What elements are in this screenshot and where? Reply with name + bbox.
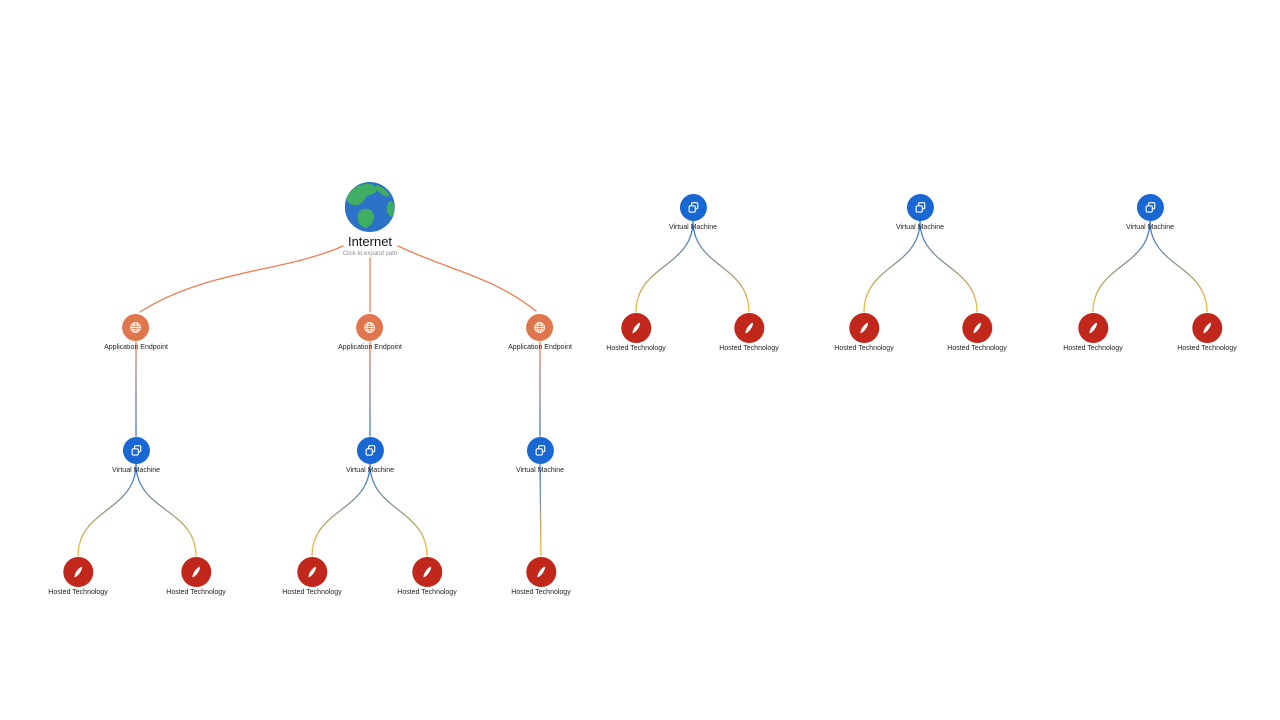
node-label: Hosted Technology <box>166 589 226 596</box>
tech-leaf-icon <box>860 322 868 334</box>
node-label: Hosted Technology <box>397 589 457 596</box>
node-circle <box>620 313 651 343</box>
edge-internet-ae1 <box>139 245 344 313</box>
node-hosted-technology-10[interactable]: Hosted Technology <box>1063 313 1123 353</box>
node-virtual-machine-6[interactable]: Virtual Machine <box>1126 194 1174 232</box>
node-circle <box>345 182 395 232</box>
edge-vm4-ht6 <box>635 220 694 313</box>
edge-vm5-ht8 <box>863 220 921 313</box>
tech-leaf-icon <box>74 566 82 578</box>
node-label: Hosted Technology <box>606 345 666 352</box>
node-virtual-machine-3[interactable]: Virtual Machine <box>516 437 564 475</box>
node-circle <box>296 557 327 587</box>
node-hosted-technology-9[interactable]: Hosted Technology <box>947 313 1007 353</box>
edge-vm2-ht4 <box>369 463 428 557</box>
tech-leaf-icon <box>192 566 200 578</box>
vm-copy-icon <box>365 445 375 456</box>
node-circle <box>180 557 211 587</box>
vm-copy-icon <box>915 202 925 213</box>
node-hosted-technology-3[interactable]: Hosted Technology <box>282 557 342 597</box>
edge-vm1-ht1 <box>77 463 137 557</box>
node-circle <box>526 437 554 464</box>
node-circle <box>356 314 384 341</box>
edge-internet-ae3 <box>397 245 537 312</box>
tech-leaf-icon <box>1089 322 1097 334</box>
edge-vm6-ht11 <box>1149 220 1208 313</box>
node-label: Virtual Machine <box>111 467 161 474</box>
node-circle <box>62 557 93 587</box>
vm-copy-icon <box>131 445 141 456</box>
node-circle <box>526 314 554 341</box>
node-hosted-technology-11[interactable]: Hosted Technology <box>1177 313 1237 353</box>
node-circle <box>1191 313 1222 343</box>
edge-vm3-ht5 <box>539 463 542 557</box>
edge-vm4-ht7 <box>692 220 750 313</box>
node-virtual-machine-4[interactable]: Virtual Machine <box>669 194 717 232</box>
tech-leaf-icon <box>973 322 981 334</box>
node-circle <box>906 194 934 221</box>
node-label: Hosted Technology <box>48 589 108 596</box>
node-label: Hosted Technology <box>511 589 571 596</box>
tech-leaf-icon <box>632 322 640 334</box>
globe-grid-icon <box>130 322 142 333</box>
node-circle <box>1077 313 1108 343</box>
tech-leaf-icon <box>423 566 431 578</box>
node-label: Virtual Machine <box>515 467 565 474</box>
edge-vm2-ht3 <box>311 463 371 557</box>
node-circle <box>411 557 442 587</box>
node-circle <box>679 194 707 221</box>
globe-grid-icon <box>534 322 546 333</box>
node-virtual-machine-5[interactable]: Virtual Machine <box>896 194 944 232</box>
node-hosted-technology-1[interactable]: Hosted Technology <box>48 557 108 597</box>
node-label: Application Endpoint <box>104 344 168 351</box>
tech-leaf-icon <box>537 566 545 578</box>
node-label: Internet <box>347 234 393 249</box>
node-hosted-technology-4[interactable]: Hosted Technology <box>397 557 457 597</box>
expand-path-hint: Click to expand path <box>342 251 398 257</box>
node-hosted-technology-2[interactable]: Hosted Technology <box>166 557 226 597</box>
node-label: Virtual Machine <box>1125 224 1175 231</box>
node-hosted-technology-8[interactable]: Hosted Technology <box>834 313 894 353</box>
node-circle <box>356 437 384 464</box>
tech-leaf-icon <box>745 322 753 334</box>
node-hosted-technology-6[interactable]: Hosted Technology <box>606 313 666 353</box>
edge-vm5-ht9 <box>919 220 978 313</box>
node-circle <box>961 313 992 343</box>
node-virtual-machine-2[interactable]: Virtual Machine <box>346 437 394 475</box>
tech-leaf-icon <box>1203 322 1211 334</box>
node-label: Hosted Technology <box>1177 345 1237 352</box>
globe-earth-icon <box>345 182 395 232</box>
node-label: Application Endpoint <box>508 344 572 351</box>
tech-leaf-icon <box>308 566 316 578</box>
node-circle <box>122 437 150 464</box>
node-label: Hosted Technology <box>947 345 1007 352</box>
node-application-endpoint-3[interactable]: Application Endpoint <box>508 314 572 352</box>
node-virtual-machine-1[interactable]: Virtual Machine <box>112 437 160 475</box>
vm-copy-icon <box>1145 202 1155 213</box>
node-label: Hosted Technology <box>1063 345 1123 352</box>
node-circle <box>848 313 879 343</box>
node-circle <box>733 313 764 343</box>
node-circle <box>1136 194 1164 221</box>
node-label: Hosted Technology <box>834 345 894 352</box>
node-label: Virtual Machine <box>895 224 945 231</box>
globe-grid-icon <box>364 322 376 333</box>
node-circle <box>525 557 556 587</box>
node-hosted-technology-7[interactable]: Hosted Technology <box>719 313 779 353</box>
node-internet[interactable]: Internet Click to expand path <box>343 182 397 258</box>
vm-copy-icon <box>688 202 698 213</box>
edge-vm6-ht10 <box>1092 220 1151 313</box>
node-label: Virtual Machine <box>668 224 718 231</box>
node-hosted-technology-5[interactable]: Hosted Technology <box>511 557 571 597</box>
node-application-endpoint-2[interactable]: Application Endpoint <box>338 314 402 352</box>
edge-vm1-ht2 <box>135 463 197 557</box>
node-circle <box>122 314 150 341</box>
node-label: Hosted Technology <box>719 345 779 352</box>
node-label: Virtual Machine <box>345 467 395 474</box>
node-label: Application Endpoint <box>338 344 402 351</box>
vm-copy-icon <box>535 445 545 456</box>
node-label: Hosted Technology <box>282 589 342 596</box>
node-application-endpoint-1[interactable]: Application Endpoint <box>104 314 168 352</box>
